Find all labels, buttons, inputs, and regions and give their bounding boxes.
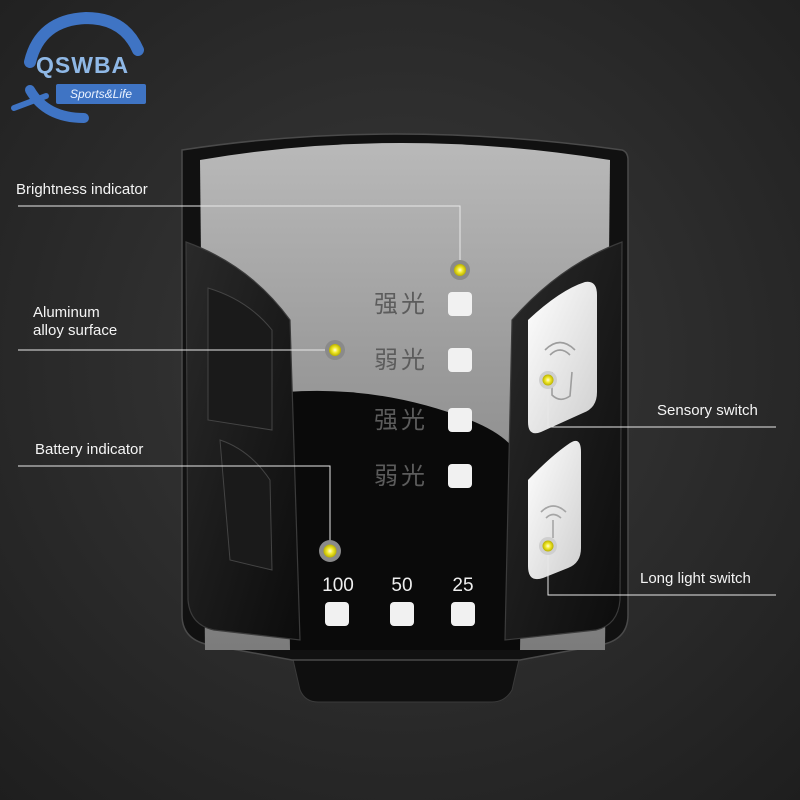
sensory-switch-led [542,374,554,386]
battery-level-25: 25 [452,575,474,596]
battery-indicator-label: Battery indicator [35,441,144,458]
sensory-switch-button[interactable] [528,281,597,434]
mode-label-4: 弱光 [374,462,428,490]
sensory-switch-label: Sensory switch [657,402,758,419]
battery-square-25 [451,602,475,626]
battery-square-100 [325,602,349,626]
mode-square-4 [448,464,472,488]
aluminum-surface-led [329,344,341,356]
long-light-switch-led [542,540,554,552]
left-wing-slot-upper [207,287,273,431]
mode-square-2 [448,348,472,372]
brand-tagline: Sports&Life [56,84,146,104]
glass-reflection [286,390,523,650]
battery-square-50 [390,602,414,626]
leader-sensory [547,372,776,428]
aluminum-label-line-1: Aluminum [33,304,100,321]
battery-level-50: 50 [391,575,413,596]
mode-indicator-squares [448,292,472,488]
brightness-indicator-label: Brightness indicator [16,181,148,198]
mount-tab [291,654,521,703]
aluminum-label-line-2: alloy surface [33,322,118,339]
mode-label-2: 弱光 [374,346,428,374]
battery-indicator-squares [325,602,475,626]
brightness-indicator-led [454,264,466,276]
mode-label-1: 强光 [374,290,428,318]
brand-name: QSWBA [36,52,130,78]
mode-square-1 [448,292,472,316]
battery-level-100: 100 [322,575,354,596]
leader-lines [18,205,776,596]
leader-long-light [547,548,776,596]
brand-logo: QSWBA Sports&Life [12,8,146,126]
left-wing-slot-lower [219,439,273,571]
battery-indicator-led [323,544,337,558]
leader-brightness [18,205,461,262]
aluminum-surface-label: Aluminum alloy surface [33,304,173,340]
touch-icon [540,505,567,538]
hand-wave-icon [544,341,576,401]
callout-dots [319,260,557,562]
leader-battery [18,465,331,544]
mode-label-3: 强光 [374,406,428,434]
mode-square-3 [448,408,472,432]
brand-logo-mark [11,11,144,123]
long-light-switch-label: Long light switch [640,570,751,587]
